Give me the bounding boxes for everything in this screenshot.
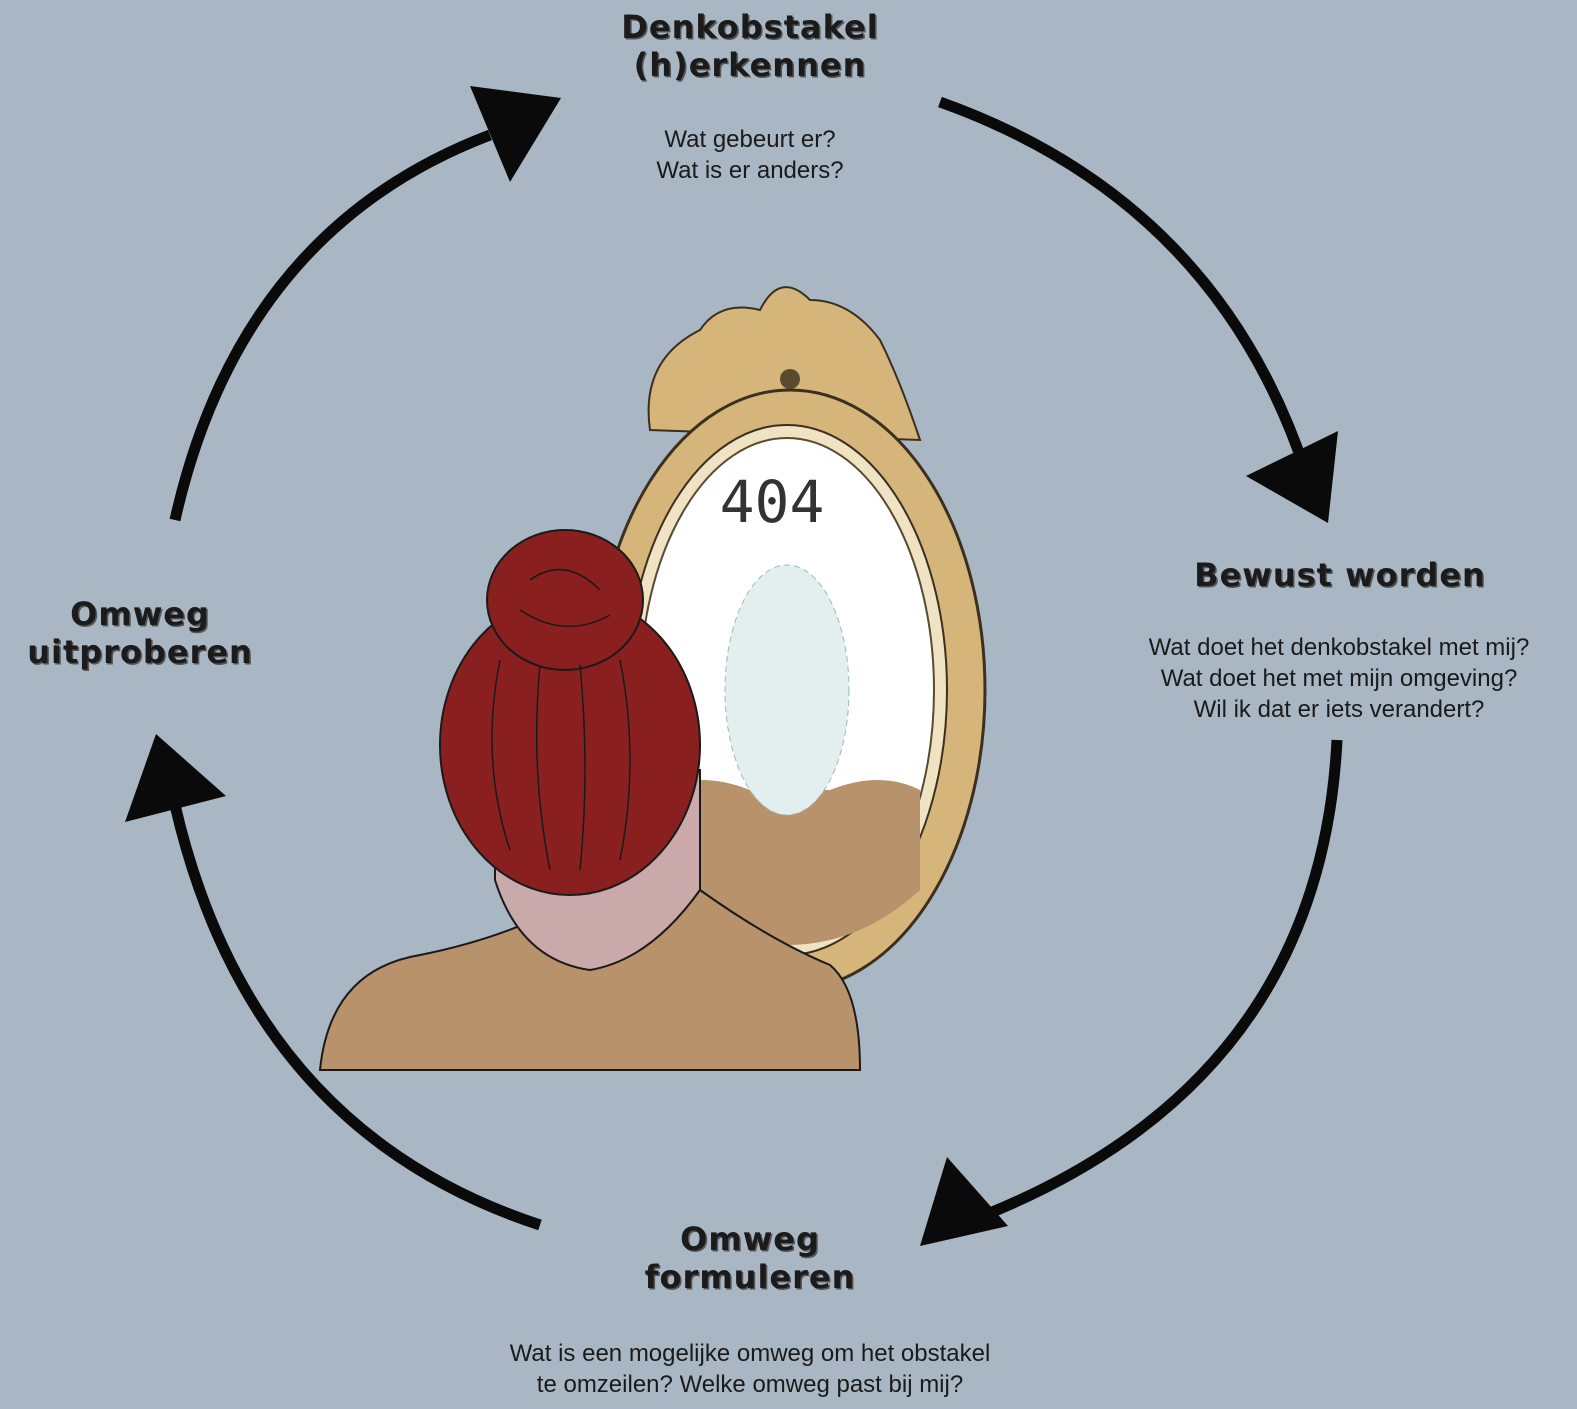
step-title-right-line-1: Bewust worden bbox=[1140, 556, 1540, 594]
step-desc-top-line-1: Wat gebeurt er? bbox=[550, 124, 950, 155]
step-title-bottom-line-2: formuleren bbox=[540, 1258, 960, 1296]
step-desc-top-line-2: Wat is er anders? bbox=[550, 155, 950, 186]
step-title-bottom-line-1: Omweg bbox=[540, 1220, 960, 1258]
step-desc-right-line-1: Wat doet het denkobstakel met mij? bbox=[1105, 632, 1573, 663]
mirror-404-text: 404 bbox=[712, 468, 832, 536]
arrow-arc-right-bottom bbox=[985, 740, 1337, 1215]
step-desc-bottom: Wat is een mogelijke omweg om het obstak… bbox=[410, 1338, 1090, 1400]
arrow-arc-top-right bbox=[940, 102, 1305, 470]
step-desc-right-line-2: Wat doet het met mijn omgeving? bbox=[1105, 663, 1573, 694]
step-title-top-line-2: (h)erkennen bbox=[540, 46, 960, 84]
step-title-left: Omweg uitproberen bbox=[0, 595, 280, 671]
arrow-arc-left-top bbox=[175, 135, 490, 520]
step-title-top: Denkobstakel (h)erkennen bbox=[540, 8, 960, 84]
step-desc-top: Wat gebeurt er? Wat is er anders? bbox=[550, 124, 950, 186]
step-title-bottom: Omweg formuleren bbox=[540, 1220, 960, 1296]
step-desc-right: Wat doet het denkobstakel met mij? Wat d… bbox=[1105, 632, 1573, 725]
mirror-reflection-face bbox=[725, 565, 849, 815]
step-desc-bottom-line-1: Wat is een mogelijke omweg om het obstak… bbox=[410, 1338, 1090, 1369]
step-title-top-line-1: Denkobstakel bbox=[540, 8, 960, 46]
arrow-head-left bbox=[125, 734, 226, 822]
step-desc-right-line-3: Wil ik dat er iets verandert? bbox=[1105, 694, 1573, 725]
step-title-left-line-1: Omweg bbox=[0, 595, 280, 633]
step-title-left-line-2: uitproberen bbox=[0, 633, 280, 671]
mirror-ornament-knob bbox=[780, 369, 800, 389]
step-desc-bottom-line-2: te omzeilen? Welke omweg past bij mij? bbox=[410, 1369, 1090, 1400]
person-hair-bun bbox=[487, 530, 643, 670]
step-title-right: Bewust worden bbox=[1140, 556, 1540, 594]
